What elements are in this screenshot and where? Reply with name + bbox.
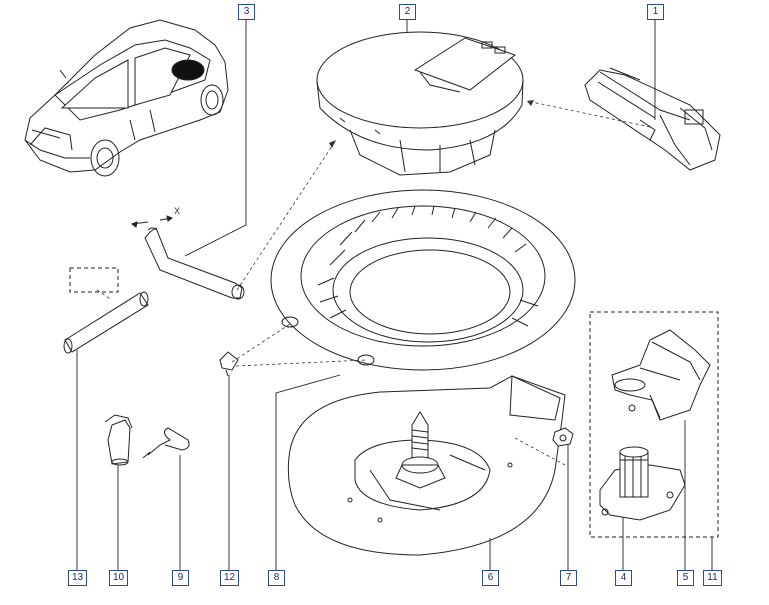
callout-floor-cover[interactable]: 2 [399, 4, 416, 20]
floor-cover-part [316, 31, 524, 176]
dimension-label: X [174, 206, 181, 216]
callout-bolt-support[interactable]: 5 [677, 570, 694, 586]
jack-part [584, 67, 721, 171]
center-bolt-part [395, 411, 446, 489]
tube-part [63, 291, 149, 354]
wheel-brace-part [144, 227, 245, 300]
callout-kit-group[interactable]: 11 [703, 570, 722, 586]
tube-reference-box [69, 267, 119, 293]
bolt-assembly-part [599, 446, 686, 521]
leader-well-insert [275, 374, 341, 570]
callout-well-insert[interactable]: 8 [268, 570, 285, 586]
towing-eye-part [142, 427, 190, 459]
clip-part [219, 351, 239, 377]
bolt-support-part [611, 329, 711, 421]
callout-nut[interactable]: 7 [560, 570, 577, 586]
car-illustration [24, 19, 229, 177]
callout-clip[interactable]: 12 [220, 570, 239, 586]
callout-towing-eye[interactable]: 9 [172, 570, 189, 586]
callout-tube[interactable]: 13 [68, 570, 87, 586]
leader-wheel-brace [184, 18, 247, 257]
tool-holder-part [104, 414, 133, 466]
callout-bolt-assembly[interactable]: 4 [615, 570, 632, 586]
wheel-well-insert-part [270, 189, 576, 371]
callout-storage-tray[interactable]: 6 [482, 570, 499, 586]
nut-part [552, 427, 574, 447]
callout-tool-holder[interactable]: 10 [109, 570, 128, 586]
callout-jack[interactable]: 1 [647, 4, 664, 20]
kit-group-frame [589, 311, 719, 538]
callout-wheel-brace[interactable]: 3 [238, 4, 255, 20]
